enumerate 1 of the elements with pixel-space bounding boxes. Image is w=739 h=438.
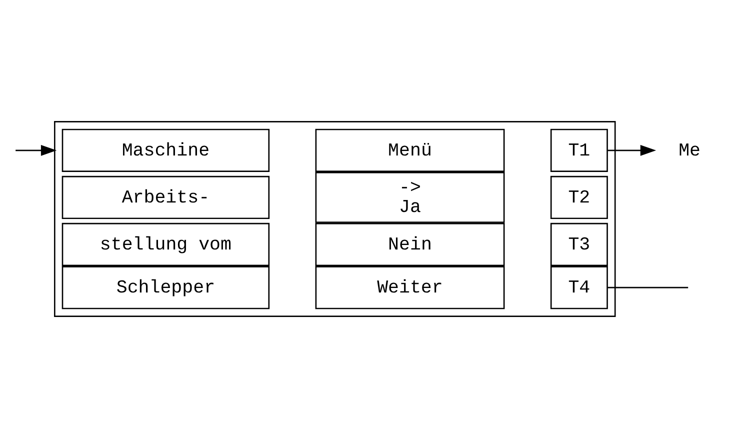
node-text: Me (678, 141, 701, 162)
